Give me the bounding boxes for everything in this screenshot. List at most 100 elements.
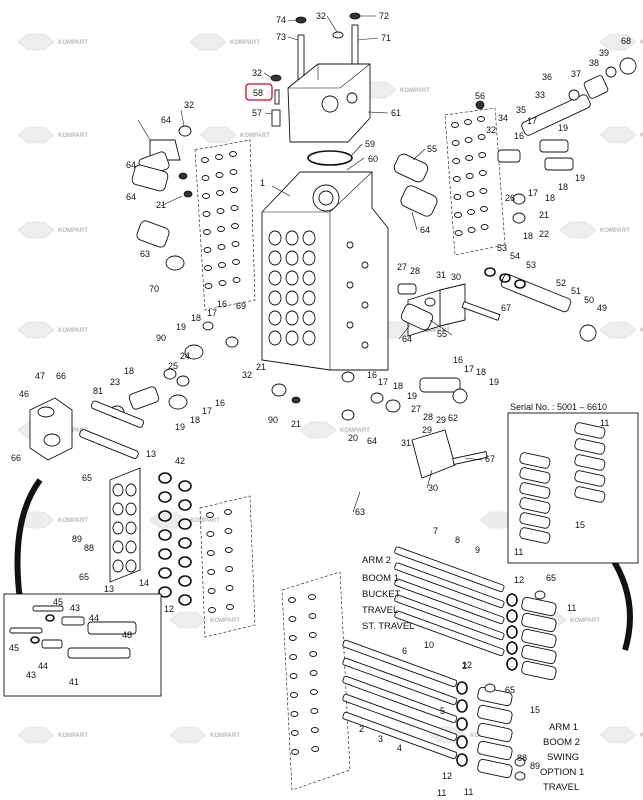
cartridge-64c [136, 220, 170, 248]
gasket-hole [467, 209, 475, 215]
valve-port [346, 281, 354, 289]
gasket-hole [207, 569, 216, 575]
detail-box-spring [3, 593, 162, 697]
callout-16: 16 [217, 299, 227, 309]
leader-line [351, 143, 363, 156]
callout-34: 34 [498, 113, 508, 123]
leader-line [264, 112, 273, 115]
callout-32: 32 [252, 68, 262, 78]
callout-19: 19 [176, 322, 186, 332]
callout-64: 64 [161, 115, 171, 125]
callout-74: 74 [276, 15, 286, 25]
callout-68: 68 [621, 36, 631, 46]
highlight-callout-58 [245, 83, 273, 101]
watermark-text: KOMPART [340, 428, 370, 434]
watermark-text: KOMPART [58, 518, 88, 524]
spool-cap-15 [574, 422, 606, 439]
main-spool [394, 594, 505, 641]
spool-41 [67, 647, 131, 659]
main-spool [394, 546, 505, 593]
gasket-hole [201, 157, 209, 163]
bolt-65 [534, 590, 546, 600]
leader-line [429, 319, 453, 336]
gasket-lower-left [199, 495, 256, 638]
o-ring-12 [506, 625, 518, 639]
detail-arrow-left [14, 478, 43, 601]
spool-cap-15 [477, 686, 513, 707]
watermark-text: KOMPART [58, 733, 88, 739]
callout-28: 28 [410, 266, 420, 276]
watermark-hex-icon [559, 221, 597, 239]
o-ring-42 [158, 510, 172, 522]
cartridge-64b [131, 164, 169, 192]
gasket-hole [202, 193, 210, 199]
leader-line [411, 211, 418, 231]
callout-21: 21 [156, 200, 166, 210]
callout-37: 37 [571, 69, 581, 79]
gasket-hole [290, 692, 298, 698]
part-58 [274, 89, 280, 105]
watermark-layer: KOMPART KOMPART KOMPART KOMPART KOMPART KOMPA… [17, 33, 643, 744]
gasket-hole [288, 597, 296, 603]
gasket-hole [308, 594, 316, 600]
watermark-logo: KOMPART [169, 726, 240, 744]
watermark-hex-icon [299, 421, 337, 439]
valve-port [346, 241, 354, 249]
gasket-hole [309, 651, 318, 657]
leader-line [287, 36, 299, 41]
watermark-hex-icon [599, 726, 637, 744]
leader-line [263, 72, 273, 79]
valve-port [285, 250, 299, 266]
gasket-hole [215, 154, 223, 160]
watermark-text: KOMPART [58, 328, 88, 334]
function-label-boom1: BOOM 1 [362, 573, 399, 584]
gasket-hole [224, 547, 233, 553]
spool-cap-15 [477, 740, 513, 761]
valve-62 [419, 377, 461, 393]
callout-45: 45 [53, 597, 63, 607]
gasket-hole [451, 140, 460, 146]
main-spool [394, 578, 505, 625]
valve-port [285, 270, 299, 286]
callout-18: 18 [124, 366, 134, 376]
callout-14: 14 [139, 578, 149, 588]
leader-line [412, 148, 426, 161]
function-label-boom2: BOOM 2 [543, 737, 580, 748]
bolt-67a [461, 301, 501, 321]
gasket-right [444, 107, 506, 256]
callout-16: 16 [453, 355, 463, 365]
callout-30: 30 [428, 483, 438, 493]
callout-90: 90 [156, 333, 166, 343]
function-labels-top: ARM 2 BOOM 1 BUCKET TRAVEL ST. TRAVEL [362, 555, 414, 632]
cap-port [112, 483, 124, 497]
callout-12: 12 [514, 575, 524, 585]
valve-port [361, 301, 369, 309]
callout-11: 11 [437, 788, 446, 798]
main-valve-body [261, 150, 389, 371]
callout-23: 23 [110, 377, 120, 387]
callout-62: 62 [448, 413, 458, 423]
leader-line [352, 491, 361, 513]
callout-18: 18 [191, 313, 201, 323]
watermark-text: KOMPART [58, 228, 88, 234]
callout-29: 29 [436, 415, 446, 425]
callout-27: 27 [397, 262, 407, 272]
watermark-logo: KOMPART [599, 33, 643, 51]
gasket-hole [464, 137, 473, 143]
part-37 [568, 89, 580, 101]
gasket-hole [289, 654, 298, 660]
callout-50: 50 [584, 295, 594, 305]
watermark-text: KOMPART [640, 328, 643, 334]
spool-cap-11 [521, 644, 557, 665]
spool-cap-11 [521, 628, 557, 649]
callout-6: 6 [402, 646, 407, 656]
o-ring-42 [178, 480, 192, 492]
callout-7: 7 [433, 526, 438, 536]
leader-line [357, 37, 379, 41]
callout-44: 44 [89, 613, 99, 623]
part-45a [32, 605, 64, 612]
gasket-hole [231, 241, 240, 247]
spring-44b [41, 639, 63, 649]
callout-32: 32 [486, 125, 496, 135]
o-ring-12 [456, 717, 468, 731]
